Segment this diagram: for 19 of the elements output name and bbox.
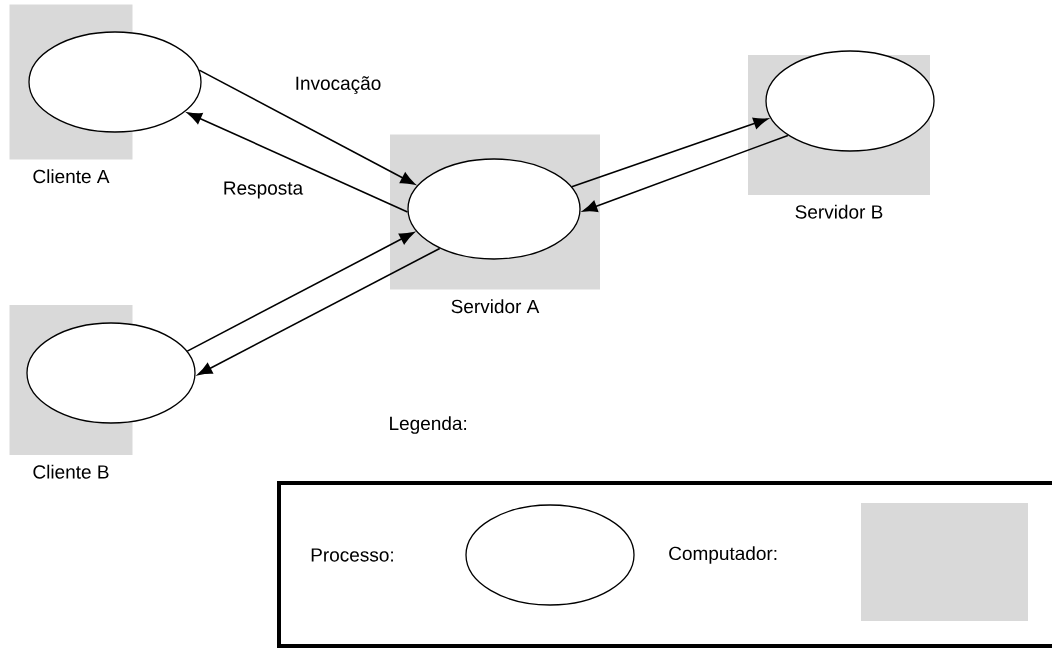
arrow [187, 112, 409, 213]
process-ellipse [765, 50, 935, 152]
process-ellipse [26, 322, 196, 424]
node-label: Cliente A [33, 169, 110, 184]
edge-label: Resposta [221, 180, 305, 200]
legend-label: Processo: [311, 548, 393, 562]
arrow [186, 232, 415, 352]
process-ellipse [407, 158, 581, 260]
arrow [197, 247, 441, 376]
edge-label: Invocação [293, 75, 383, 95]
arrow [198, 69, 416, 185]
arrow [582, 134, 789, 212]
node-label: Cliente B [33, 464, 109, 479]
legend-title: Legenda: [390, 416, 467, 434]
node-label: Servidor A [451, 299, 540, 314]
process-ellipse [28, 31, 202, 133]
node-label: Servidor B [795, 204, 883, 219]
arrow [571, 117, 768, 188]
legend-label: Computador: [669, 546, 777, 564]
